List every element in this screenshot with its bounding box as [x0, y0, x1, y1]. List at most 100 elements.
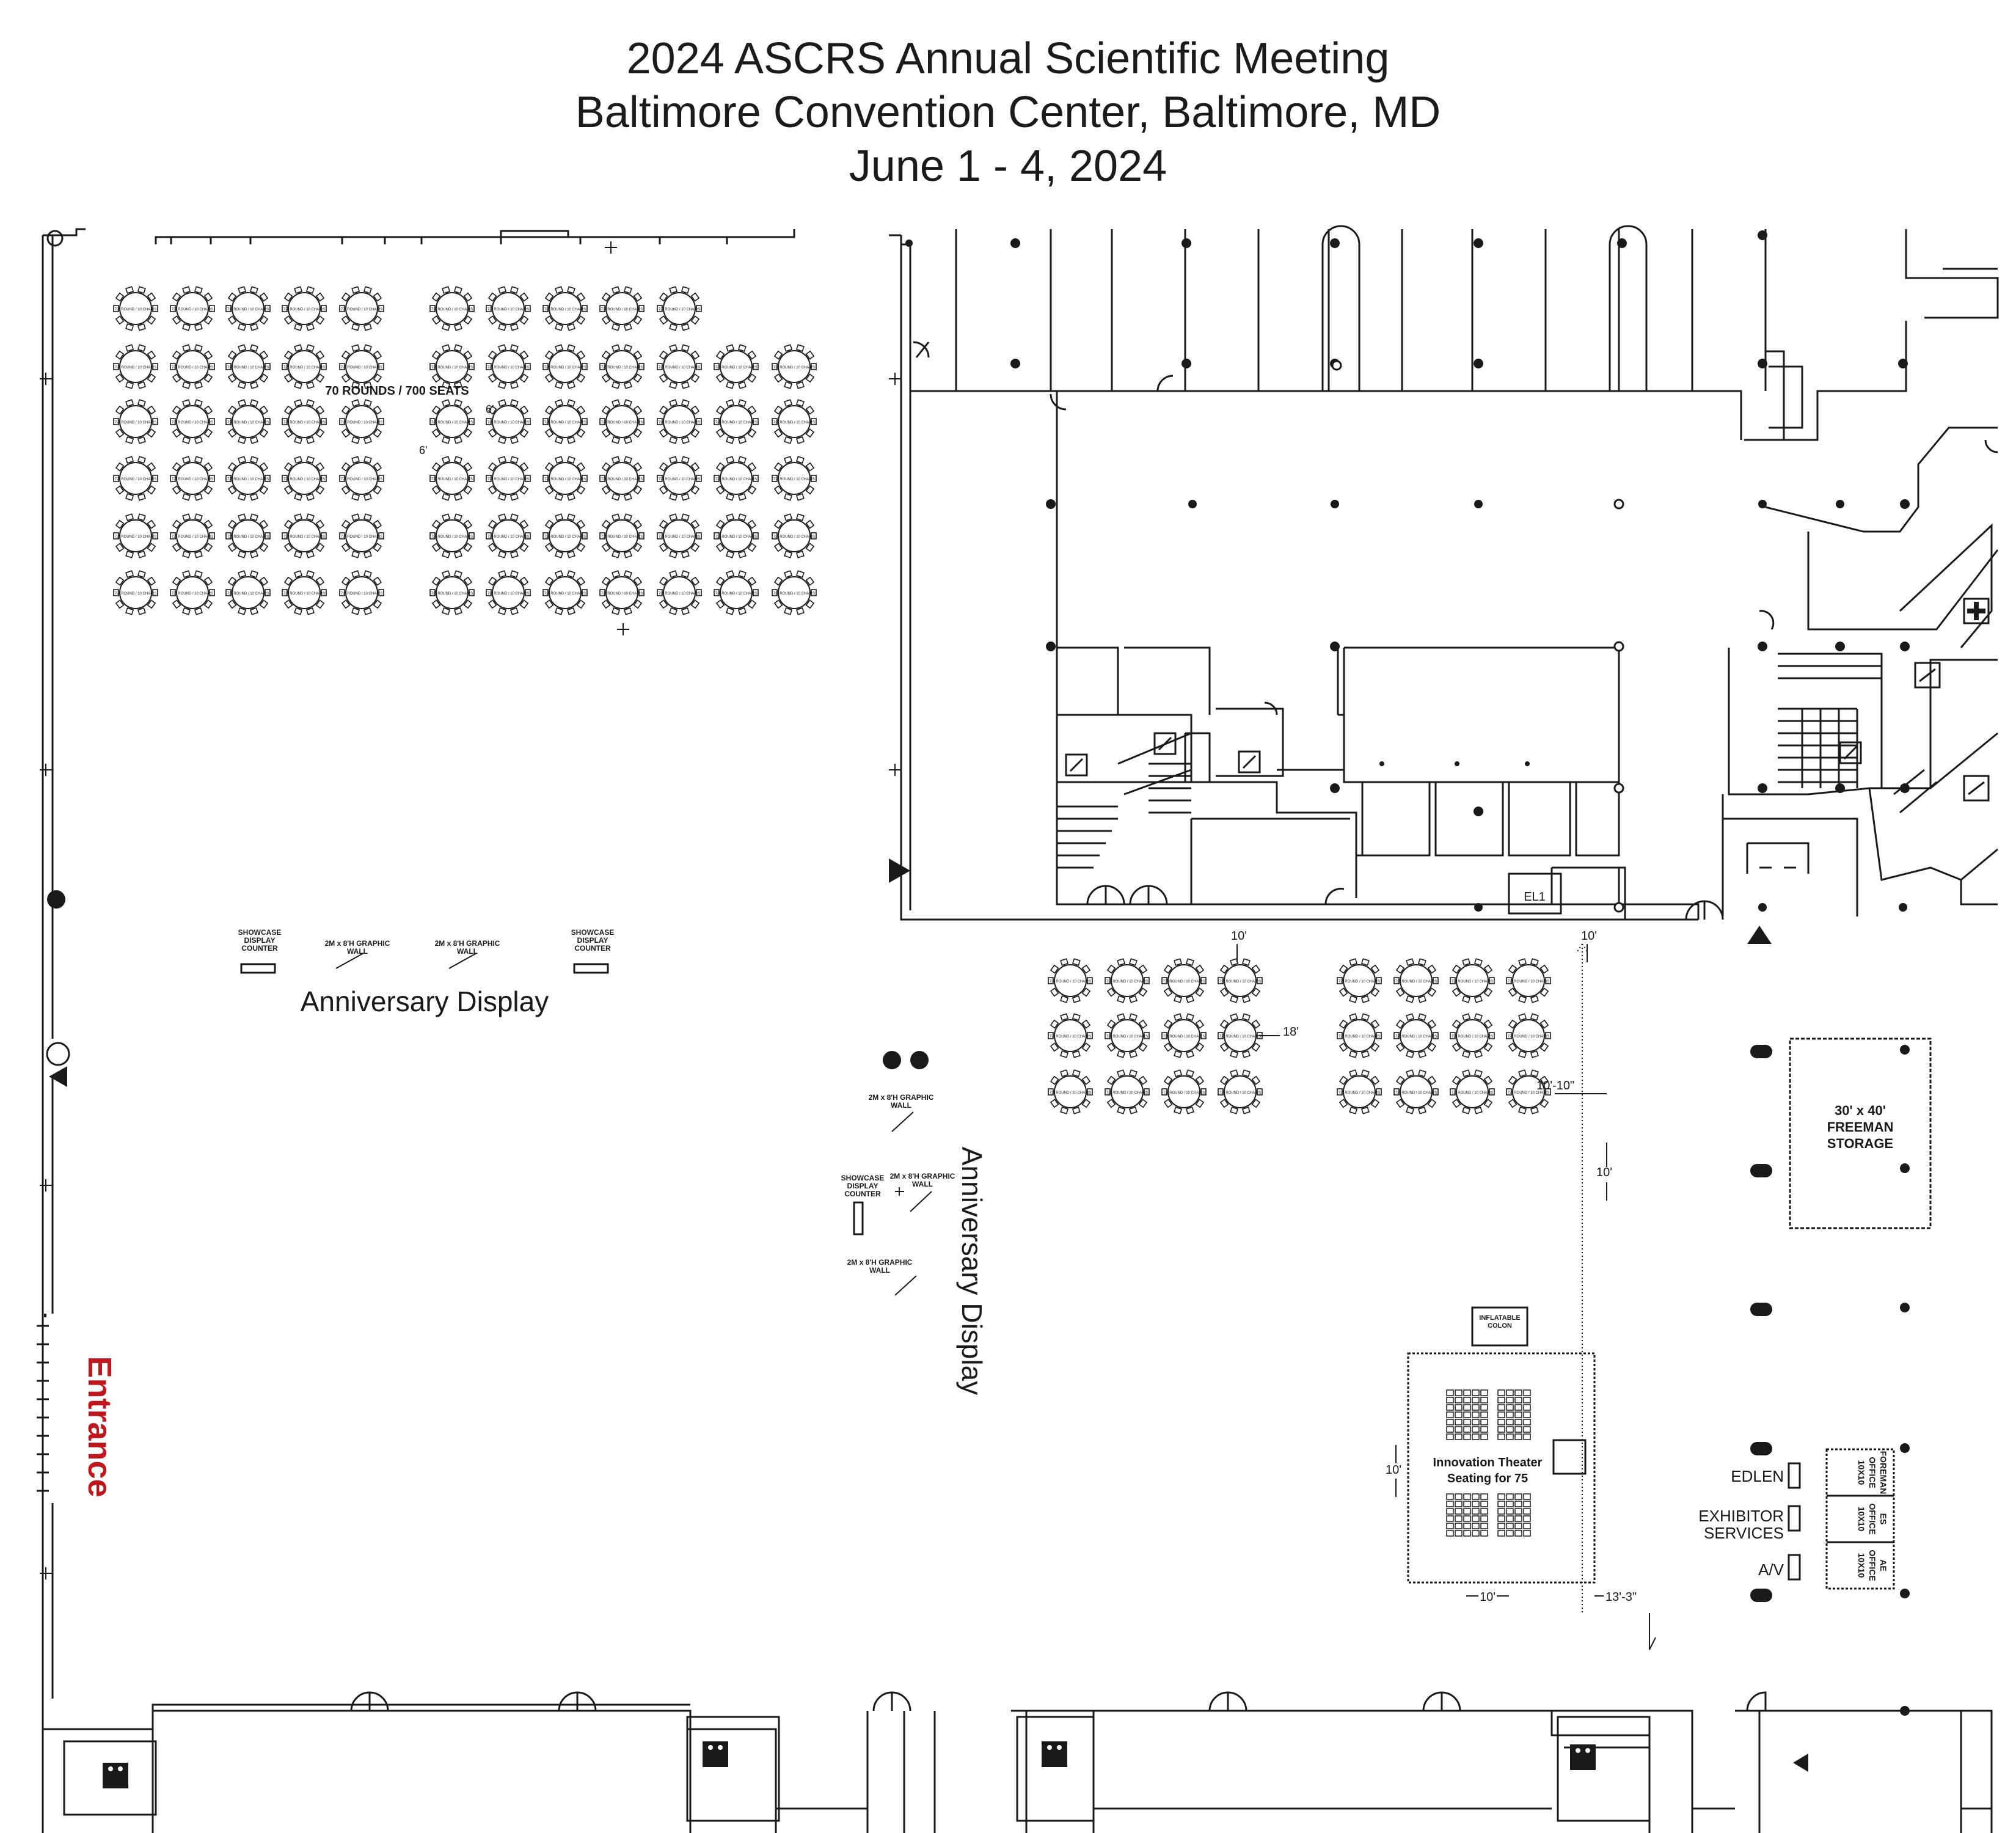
theater-seat	[1455, 1419, 1463, 1425]
theater-seat	[1455, 1397, 1463, 1403]
showcase-counter-label: DISPLAY	[847, 1182, 878, 1190]
round-table: 72" ROUND / 10 CHAIRS	[170, 399, 215, 444]
theater-seat	[1523, 1515, 1531, 1522]
round-table: 72" ROUND / 10 CHAIRS	[486, 513, 531, 558]
theater-seat	[1497, 1397, 1505, 1403]
dimension-label: 18'	[1283, 1025, 1299, 1039]
theater-seat	[1472, 1501, 1480, 1507]
theater-seat	[1472, 1419, 1480, 1425]
theater-seat	[1506, 1508, 1514, 1515]
table-label: 72" ROUND / 10 CHAIRS	[1395, 980, 1437, 984]
round-table: 72" ROUND / 10 CHAIRS	[282, 286, 327, 331]
table-label: 72" ROUND / 10 CHAIRS	[773, 478, 815, 481]
theater-seat	[1472, 1523, 1480, 1529]
table-label: 72" ROUND / 10 CHAIRS	[715, 366, 757, 370]
table-label: 72" ROUND / 10 CHAIRS	[715, 535, 757, 539]
theater-seat	[1463, 1493, 1471, 1500]
round-table: 72" ROUND / 10 CHAIRS	[1337, 958, 1382, 1003]
table-label: 72" ROUND / 10 CHAIRS	[172, 592, 213, 596]
round-table: 72" ROUND / 10 CHAIRS	[339, 286, 384, 331]
theater-seat	[1523, 1397, 1531, 1403]
theater-seat	[1446, 1433, 1454, 1440]
table-label: 72" ROUND / 10 CHAIRS	[115, 478, 156, 481]
round-table: 72" ROUND / 10 CHAIRS	[113, 344, 158, 389]
round-table: 72" ROUND / 10 CHAIRS	[225, 513, 271, 558]
theater-seat	[1446, 1493, 1454, 1500]
round-table: 72" ROUND / 10 CHAIRS	[486, 286, 531, 331]
venue-subtitle: Baltimore Convention Center, Baltimore, …	[575, 88, 1441, 137]
round-table: 72" ROUND / 10 CHAIRS	[714, 570, 759, 615]
inflatable-colon-label: INFLATABLE	[1479, 1314, 1520, 1322]
right-building-outline	[889, 225, 1999, 921]
dimension-label: 10'	[1480, 1590, 1496, 1604]
theater-seat	[1497, 1523, 1505, 1529]
table-label: 72" ROUND / 10 CHAIRS	[488, 535, 529, 539]
open-columns	[1331, 360, 1624, 913]
table-label: 72" ROUND / 10 CHAIRS	[1508, 1035, 1549, 1039]
theater-seat	[1455, 1404, 1463, 1411]
table-label: 72" ROUND / 10 CHAIRS	[1219, 1035, 1261, 1039]
freeman-storage-type: STORAGE	[1827, 1136, 1893, 1151]
table-label: 72" ROUND / 10 CHAIRS	[227, 366, 269, 370]
theater-seat	[1497, 1493, 1505, 1500]
round-table: 72" ROUND / 10 CHAIRS	[113, 286, 158, 331]
theater-seat	[1523, 1433, 1531, 1440]
theater-seat	[1480, 1515, 1488, 1522]
table-label: 72" ROUND / 10 CHAIRS	[1339, 1091, 1380, 1095]
restroom-icon	[103, 1763, 128, 1788]
table-label: 72" ROUND / 10 CHAIRS	[1163, 1091, 1205, 1095]
dimension-label: 13'-3"	[1605, 1590, 1637, 1604]
round-table: 72" ROUND / 10 CHAIRS	[170, 456, 215, 501]
restroom-icon	[703, 1741, 728, 1767]
table-label: 72" ROUND / 10 CHAIRS	[488, 308, 529, 312]
dimension-label: 6'	[419, 444, 427, 456]
round-table: 72" ROUND / 10 CHAIRS	[113, 570, 158, 615]
table-label: 72" ROUND / 10 CHAIRS	[1339, 1035, 1380, 1039]
theater-seat	[1480, 1411, 1488, 1418]
elevator-box: EL1	[1524, 890, 1546, 904]
round-table: 72" ROUND / 10 CHAIRS	[170, 344, 215, 389]
round-table: 72" ROUND / 10 CHAIRS	[1450, 1069, 1495, 1114]
round-table: 72" ROUND / 10 CHAIRS	[1105, 1013, 1150, 1058]
round-table: 72" ROUND / 10 CHAIRS	[1048, 958, 1093, 1003]
office-label: OFFICE	[1868, 1503, 1877, 1534]
table-label: 72" ROUND / 10 CHAIRS	[773, 366, 815, 370]
theater-seat	[1506, 1389, 1514, 1396]
table-label: 72" ROUND / 10 CHAIRS	[115, 308, 156, 312]
pill-columns-right	[1750, 1045, 1772, 1602]
dimension-lines	[1236, 943, 1656, 1650]
office-label: OFFICE	[1868, 1549, 1877, 1581]
graphic-wall-label: 2M x 8'H GRAPHIC	[890, 1172, 955, 1180]
round-table: 72" ROUND / 10 CHAIRS	[486, 399, 531, 444]
theater-seat	[1472, 1404, 1480, 1411]
theater-seat	[1523, 1493, 1531, 1500]
table-label: 72" ROUND / 10 CHAIRS	[227, 478, 269, 481]
theater-seat	[1455, 1493, 1463, 1500]
table-label: 72" ROUND / 10 CHAIRS	[1339, 980, 1380, 984]
round-table: 72" ROUND / 10 CHAIRS	[542, 344, 588, 389]
dimension-label: 10'	[1596, 1166, 1612, 1179]
theater-seat	[1472, 1508, 1480, 1515]
round-table: 72" ROUND / 10 CHAIRS	[429, 286, 475, 331]
anniversary-display-center: 2M x 8'H GRAPHIC WALL 2M x 8'H GRAPHIC W…	[841, 1093, 988, 1395]
table-label: 72" ROUND / 10 CHAIRS	[715, 478, 757, 481]
table-label: 72" ROUND / 10 CHAIRS	[488, 421, 529, 425]
table-label: 72" ROUND / 10 CHAIRS	[1106, 1091, 1148, 1095]
round-table: 72" ROUND / 10 CHAIRS	[113, 513, 158, 558]
round-table: 72" ROUND / 10 CHAIRS	[170, 513, 215, 558]
table-label: 72" ROUND / 10 CHAIRS	[431, 478, 473, 481]
table-label: 72" ROUND / 10 CHAIRS	[1050, 1035, 1091, 1039]
theater-seat	[1480, 1419, 1488, 1425]
theater-seat	[1514, 1426, 1522, 1433]
theater-seat	[1514, 1389, 1522, 1396]
theater-seat	[1480, 1426, 1488, 1433]
table-label: 72" ROUND / 10 CHAIRS	[659, 421, 700, 425]
theater-seat	[1497, 1530, 1505, 1537]
theater-seat	[1463, 1530, 1471, 1537]
innovation-theater: INFLATABLE COLON Innovation Theater Seat…	[1386, 1306, 1637, 1604]
round-table: 72" ROUND / 10 CHAIRS	[772, 570, 817, 615]
round-table: 72" ROUND / 10 CHAIRS	[339, 344, 384, 389]
graphic-wall-label: WALL	[869, 1266, 890, 1275]
theater-seat	[1514, 1411, 1522, 1418]
table-label: 72" ROUND / 10 CHAIRS	[1163, 980, 1205, 984]
